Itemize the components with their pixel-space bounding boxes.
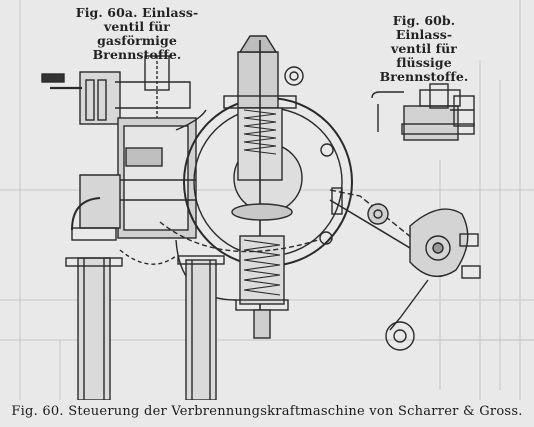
gas-inlet-valve-drawing — [41, 55, 197, 400]
figure-60a-label: Fig. 60a. Einlass- ventil für gasförmige… — [62, 6, 212, 62]
figure-60b-line-3: Brennstoffe. — [379, 69, 469, 84]
figure-60a-line-1: Fig. 60a. Einlass- — [75, 5, 199, 20]
figure-60a-line-3: Brennstoffe. — [92, 47, 182, 62]
figure-60b-line-1: Fig. 60b. Einlass- — [392, 13, 456, 42]
main-valve-body-drawing — [159, 35, 353, 400]
figure-60b-label: Fig. 60b. Einlass- ventil für flüssige B… — [364, 14, 484, 84]
figure-60a-line-2: ventil für gasförmige — [97, 19, 177, 48]
liquid-inlet-valve-drawing — [371, 83, 475, 141]
engine-valve-gear-drawing — [0, 0, 534, 400]
figure-60b-line-2: ventil für flüssige — [391, 41, 457, 70]
cam-lever-linkage-drawing — [329, 189, 481, 351]
figure-caption: Fig. 60. Steuerung der Verbrennungskraft… — [11, 404, 523, 419]
